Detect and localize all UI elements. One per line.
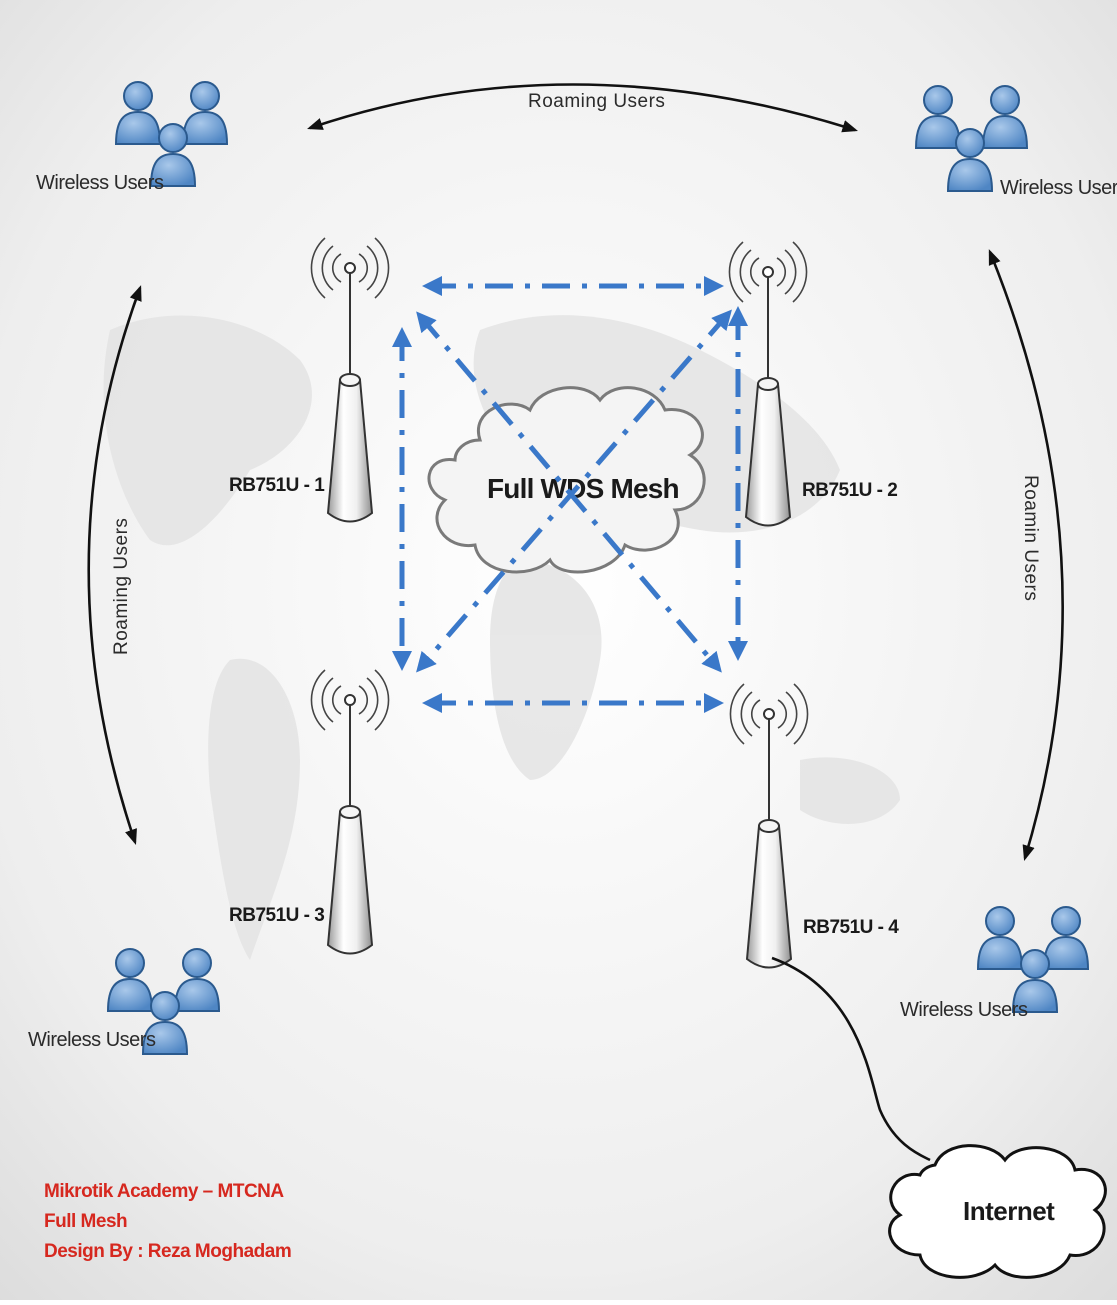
- credit-line-1: Mikrotik Academy – MTCNA: [44, 1181, 284, 1202]
- wireless-users-label: Wireless Users: [36, 172, 164, 194]
- wireless-users-label: Wireless Users: [28, 1029, 156, 1051]
- wds-mesh-links: [392, 276, 748, 713]
- mesh-link-2-3: [416, 309, 732, 673]
- roaming-arc-right: Roamin Users: [988, 249, 1064, 861]
- roaming-arc-left: Roaming Users: [87, 285, 142, 845]
- roaming-users-label-left: Roaming Users: [111, 518, 132, 655]
- internet-cloud: Internet: [888, 1144, 1107, 1279]
- wireless-users-top-right: Wireless Users: [915, 85, 1117, 199]
- router-rb751u-2: RB751U - 2: [728, 241, 898, 527]
- credit-line-2: Full Mesh: [44, 1211, 127, 1232]
- credits: Mikrotik Academy – MTCNA Full Mesh Desig…: [44, 1181, 292, 1262]
- roaming-arc-top: Roaming Users: [307, 83, 858, 133]
- credit-line-3: Design By : Reza Moghadam: [44, 1241, 291, 1262]
- router-label: RB751U - 1: [229, 475, 325, 496]
- wireless-users-label: Wireless Users: [1000, 177, 1117, 199]
- router-rb751u-1: RB751U - 1: [229, 237, 390, 523]
- router-label: RB751U - 2: [802, 480, 897, 501]
- router-label: RB751U - 3: [229, 905, 324, 926]
- router-label: RB751U - 4: [803, 917, 899, 938]
- wireless-users-label: Wireless Users: [900, 999, 1028, 1021]
- internet-uplink-cable: [771, 956, 931, 1162]
- internet-label: Internet: [963, 1196, 1055, 1226]
- wireless-users-bottom-left: Wireless Users: [28, 948, 220, 1055]
- router-rb751u-3: RB751U - 3: [229, 669, 390, 955]
- roaming-users-label-top: Roaming Users: [528, 91, 665, 112]
- mesh-label: Full WDS Mesh: [487, 473, 679, 504]
- router-rb751u-4: RB751U - 4: [729, 683, 900, 969]
- roaming-users-label-right: Roamin Users: [1020, 475, 1041, 601]
- wireless-users-top-left: Wireless Users: [36, 81, 228, 194]
- wireless-users-bottom-right: Wireless Users: [900, 906, 1089, 1021]
